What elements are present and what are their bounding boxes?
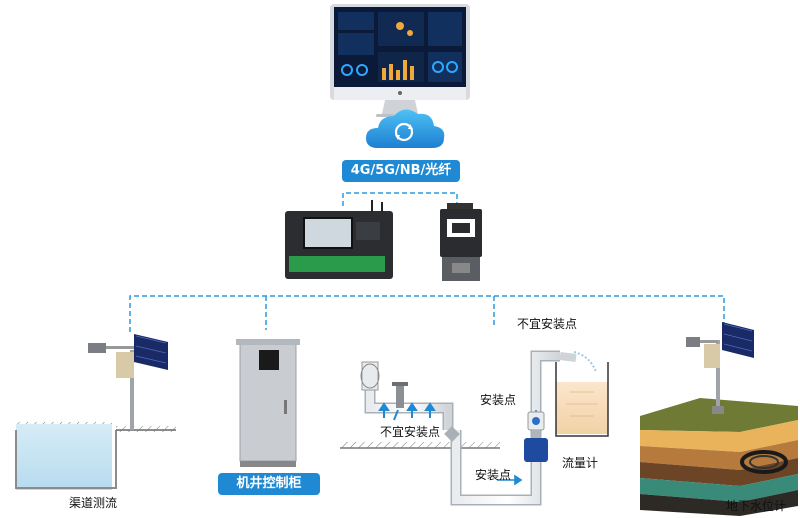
groundwater-station bbox=[640, 322, 798, 516]
cloud-icon bbox=[366, 109, 445, 148]
flow-meter bbox=[524, 411, 548, 462]
water-tank bbox=[555, 362, 609, 437]
install-bottom-label: 安装点 bbox=[475, 468, 512, 482]
rtu-controller bbox=[285, 200, 393, 279]
connector-lines bbox=[129, 192, 725, 332]
flowmeter-label: 流量计 bbox=[562, 456, 599, 470]
well-cabinet bbox=[236, 339, 300, 467]
channel-label: 渠道测流 bbox=[69, 496, 118, 510]
install-mid-label: 安装点 bbox=[480, 393, 517, 407]
unsuitable-left-label: 不宜安装点 bbox=[380, 425, 441, 439]
pipe-system bbox=[340, 350, 597, 506]
monitor bbox=[330, 4, 470, 117]
network-badge: 4G/5G/NB/光纤 bbox=[342, 160, 460, 182]
channel-station bbox=[15, 334, 176, 490]
well-cabinet-badge: 机井控制柜 bbox=[218, 473, 320, 495]
data-terminal bbox=[440, 203, 482, 281]
groundwater-label: 地下水位计 bbox=[726, 499, 787, 513]
dashboard-screen bbox=[338, 12, 462, 82]
unsuitable-top-label: 不宜安装点 bbox=[517, 317, 578, 331]
